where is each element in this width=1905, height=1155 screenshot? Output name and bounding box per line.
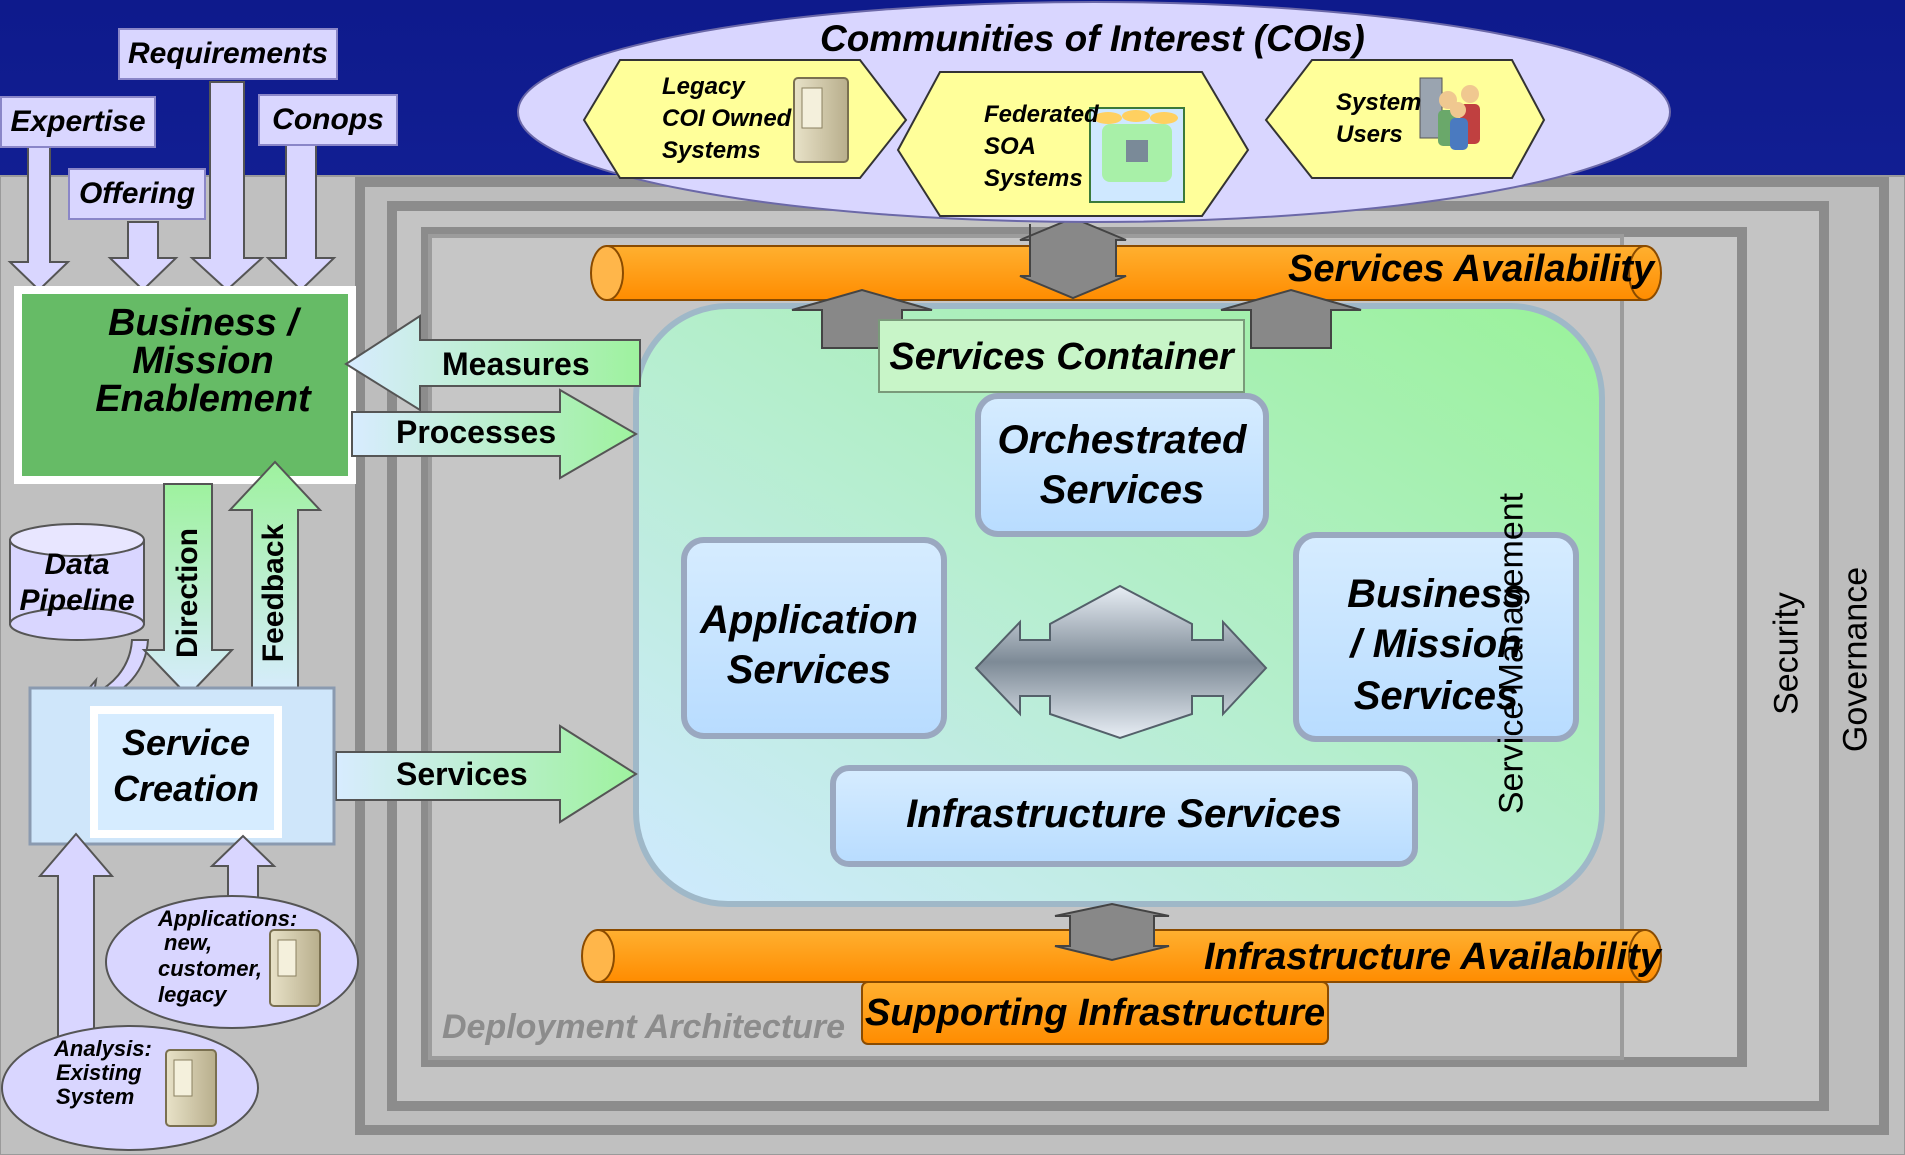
service-creation-text-1: Service: [121, 722, 251, 763]
business-services-text-1: Business: [1347, 572, 1525, 616]
users-hexagon: [1264, 59, 1546, 179]
users-icon: [1419, 77, 1480, 150]
coi-double-arrow: [1019, 216, 1127, 300]
infra-double-arrow: [1054, 902, 1170, 962]
business-services-box: [1293, 532, 1579, 742]
server-icon: [793, 77, 849, 163]
application-text-2: Services: [726, 648, 892, 692]
processes-arrow: [351, 388, 638, 480]
business-enablement-text-2: Mission: [132, 340, 274, 382]
security-label: Security: [1767, 592, 1806, 715]
soa-diagram-icon: [1089, 107, 1185, 203]
services-availability-cylinder: [590, 245, 1662, 301]
coi-title: Communities of Interest (COIs): [820, 18, 1365, 59]
up-arrow-right: [1220, 288, 1362, 349]
applications-text-1: Applications:: [158, 906, 298, 931]
application-text-1: Application: [700, 598, 918, 642]
services-label: Services: [396, 756, 528, 792]
services-arrow: [335, 724, 638, 824]
users-label-2: Users: [1336, 121, 1403, 148]
business-enablement-box: [14, 286, 356, 484]
federated-hexagon: [896, 71, 1250, 217]
data-pipeline-text-1: Data: [44, 548, 110, 581]
orchestrated-box: [975, 393, 1269, 537]
orchestrated-text-2: Services: [1039, 468, 1205, 512]
deployment-architecture-label: Deployment Architecture: [442, 1008, 846, 1046]
legacy-label-1: Legacy: [662, 73, 745, 100]
feedback-label: Feedback: [257, 523, 290, 663]
services-container-box: [878, 319, 1245, 393]
business-enablement-text-3: Enablement: [95, 378, 311, 420]
expertise-arrow: [7, 145, 71, 292]
requirements-arrow: [189, 81, 265, 292]
legacy-label-2: COI Owned: [662, 105, 792, 132]
supporting-infrastructure-label: Supporting Infrastructure: [864, 992, 1326, 1034]
federated-label-1: Federated: [984, 101, 1099, 128]
requirements-label: Requirements: [118, 28, 338, 80]
service-management-label: Service Management: [1492, 492, 1531, 815]
services-container-label: Services Container: [889, 336, 1234, 378]
legacy-label-3: Systems: [662, 137, 761, 164]
measures-arrow: [344, 314, 641, 412]
offering-label: Offering: [68, 168, 206, 220]
processes-label: Processes: [396, 414, 557, 450]
users-label-1: System: [1336, 89, 1422, 116]
direction-arrow: [141, 483, 235, 698]
infrastructure-services-text: Infrastructure Services: [906, 792, 1342, 836]
supporting-infrastructure-box: [861, 981, 1329, 1045]
business-services-text-3: Services: [1353, 674, 1519, 718]
applications-text-2: new,: [164, 930, 213, 955]
measures-label: Measures: [442, 346, 590, 382]
analysis-text-1: Analysis:: [54, 1036, 152, 1061]
expertise-label: Expertise: [0, 96, 156, 148]
analysis-arrow: [37, 832, 115, 1039]
orchestrated-text-1: Orchestrated: [997, 418, 1247, 462]
business-enablement-text-1: Business /: [107, 302, 299, 344]
data-pipeline-text-2: Pipeline: [19, 584, 135, 617]
services-availability-label: Services Availability: [1288, 248, 1655, 290]
governance-label: Governance: [1836, 566, 1875, 753]
infrastructure-box: [830, 765, 1418, 867]
four-way-arrow: [974, 584, 1268, 740]
federated-label-3: Systems: [984, 165, 1083, 192]
direction-label: Direction: [171, 527, 204, 659]
conops-arrow: [265, 139, 337, 292]
service-creation-text-2: Creation: [112, 768, 260, 809]
analysis-text-3: System: [56, 1084, 135, 1109]
analysis-text-2: Existing: [56, 1060, 142, 1085]
offering-arrow: [107, 221, 179, 292]
data-pipeline-cylinder: [9, 523, 145, 641]
applications-server-icon: [269, 929, 321, 1007]
application-box: [681, 537, 947, 739]
analysis-server-icon: [165, 1049, 217, 1127]
federated-label-2: SOA: [984, 133, 1037, 160]
service-creation-inner: [90, 706, 282, 838]
business-services-text-2: / Mission: [1350, 622, 1522, 666]
conops-label: Conops: [258, 94, 398, 146]
applications-text-4: legacy: [158, 982, 227, 1007]
infrastructure-availability-label: Infrastructure Availability: [1204, 936, 1661, 978]
feedback-arrow: [227, 460, 323, 699]
applications-text-3: customer,: [158, 956, 262, 981]
